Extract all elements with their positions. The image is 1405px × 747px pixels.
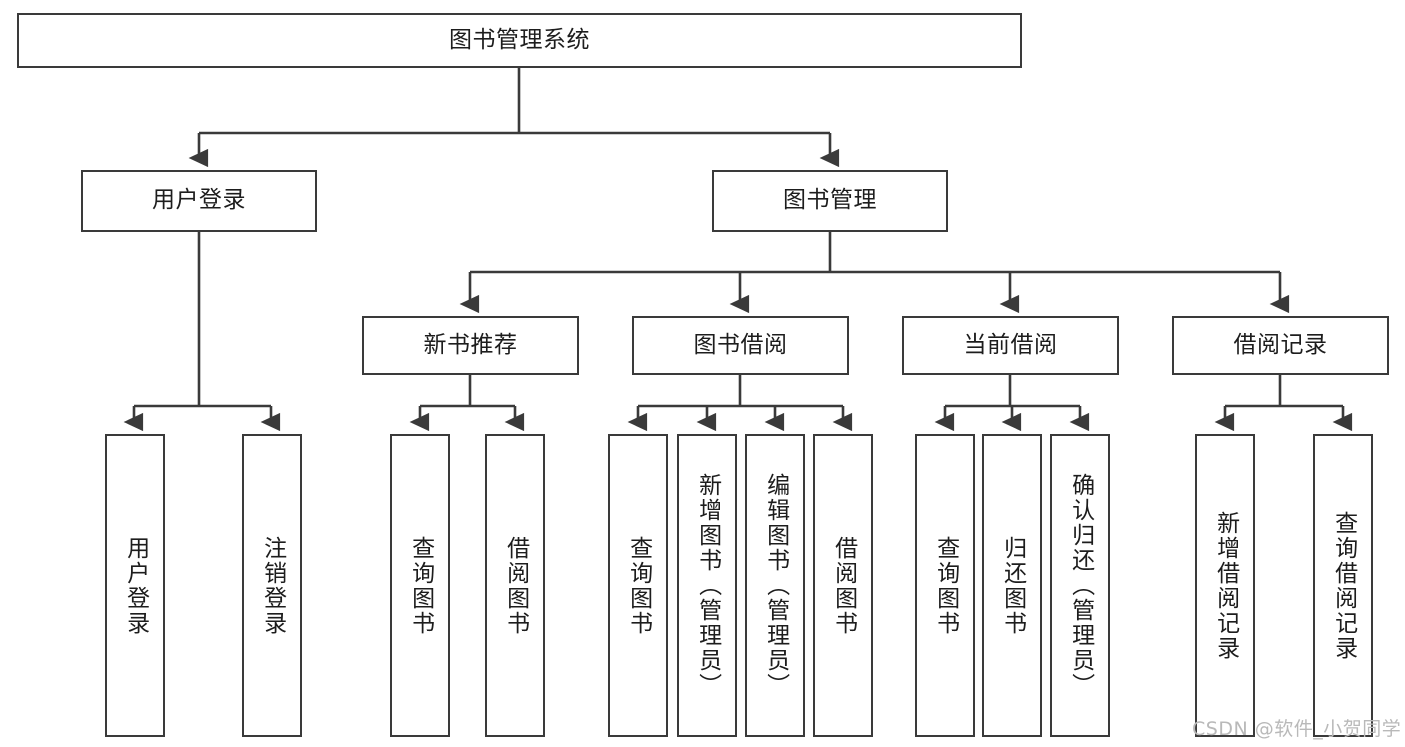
- leaf-query-book-label: 查询图书: [625, 535, 652, 636]
- leaf-borrow-book-label: 借阅图书: [830, 535, 857, 636]
- leaf-user-logout[interactable]: 注销登录: [242, 434, 302, 737]
- csdn-watermark: CSDN @软件_小贺同学: [1192, 718, 1402, 740]
- node-book-borrow[interactable]: 图书借阅: [632, 316, 849, 375]
- node-current-borrow[interactable]: 当前借阅: [902, 316, 1119, 375]
- node-user-login[interactable]: 用户登录: [81, 170, 317, 232]
- node-book-management[interactable]: 图书管理: [712, 170, 948, 232]
- node-borrow-record[interactable]: 借阅记录: [1172, 316, 1389, 375]
- leaf-add-borrow-record[interactable]: 新增借阅记录: [1195, 434, 1255, 737]
- leaf-confirm-return-admin-label: 确认归还（管理员）: [1067, 473, 1094, 698]
- node-user-login-label: 用户登录: [152, 187, 246, 214]
- node-current-borrow-label: 当前借阅: [963, 331, 1058, 358]
- node-book-management-label: 图书管理: [783, 187, 877, 214]
- leaf-query-book-recommend[interactable]: 查询图书: [390, 434, 450, 737]
- leaf-add-borrow-record-label: 新增借阅记录: [1212, 510, 1239, 661]
- leaf-add-book-admin[interactable]: 新增图书（管理员）: [677, 434, 737, 737]
- leaf-borrow-book-recommend-label: 借阅图书: [502, 535, 529, 636]
- leaf-return-book[interactable]: 归还图书: [982, 434, 1042, 737]
- leaf-borrow-book[interactable]: 借阅图书: [813, 434, 873, 737]
- leaf-query-book[interactable]: 查询图书: [608, 434, 668, 737]
- node-book-borrow-label: 图书借阅: [693, 331, 788, 358]
- leaf-query-book-current-label: 查询图书: [932, 535, 959, 636]
- leaf-user-login-label: 用户登录: [122, 535, 149, 636]
- leaf-user-logout-label: 注销登录: [259, 535, 286, 636]
- leaf-query-borrow-record-label: 查询借阅记录: [1330, 510, 1357, 661]
- leaf-user-login[interactable]: 用户登录: [105, 434, 165, 737]
- node-root[interactable]: 图书管理系统: [17, 13, 1022, 68]
- node-root-label: 图书管理系统: [449, 26, 590, 53]
- node-new-book-recommend[interactable]: 新书推荐: [362, 316, 579, 375]
- leaf-borrow-book-recommend[interactable]: 借阅图书: [485, 434, 545, 737]
- node-new-book-recommend-label: 新书推荐: [423, 331, 518, 358]
- leaf-confirm-return-admin[interactable]: 确认归还（管理员）: [1050, 434, 1110, 737]
- node-borrow-record-label: 借阅记录: [1233, 331, 1328, 358]
- leaf-edit-book-admin[interactable]: 编辑图书（管理员）: [745, 434, 805, 737]
- leaf-edit-book-admin-label: 编辑图书（管理员）: [762, 473, 789, 698]
- leaf-add-book-admin-label: 新增图书（管理员）: [694, 473, 721, 698]
- leaf-query-book-recommend-label: 查询图书: [407, 535, 434, 636]
- leaf-return-book-label: 归还图书: [999, 535, 1026, 636]
- leaf-query-book-current[interactable]: 查询图书: [915, 434, 975, 737]
- leaf-query-borrow-record[interactable]: 查询借阅记录: [1313, 434, 1373, 737]
